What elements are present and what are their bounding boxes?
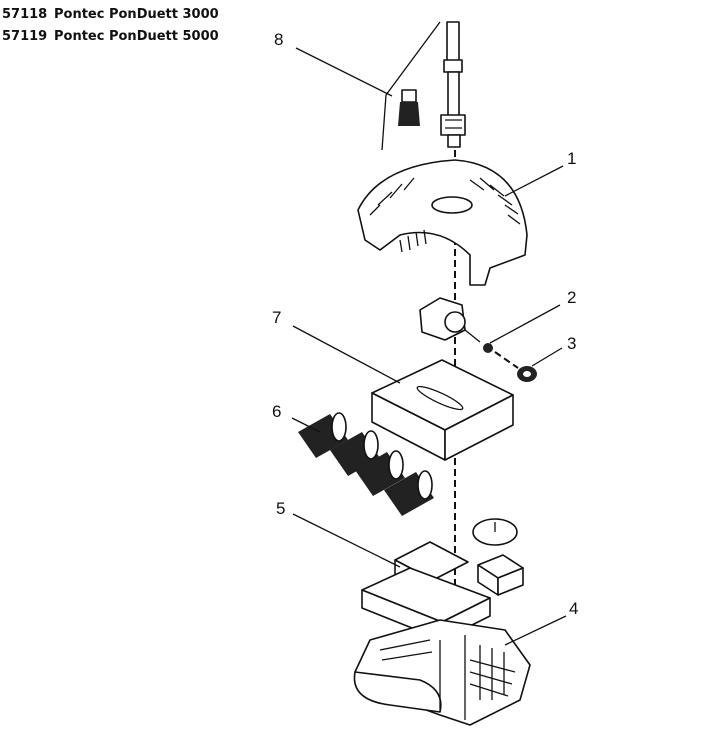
callout-8: 8 bbox=[274, 30, 283, 49]
filter-cylinder bbox=[355, 450, 405, 496]
leader-line-1 bbox=[504, 165, 564, 197]
model-code: 57118 bbox=[2, 7, 48, 22]
model-name: Pontec PonDuett 3000 bbox=[54, 7, 219, 22]
leader-line-5 bbox=[292, 513, 401, 568]
callout-1: 1 bbox=[567, 149, 576, 168]
part-8-riser-tube bbox=[440, 21, 466, 148]
callout-5: 5 bbox=[276, 499, 285, 518]
leader-line-8 bbox=[295, 21, 441, 151]
callout-7: 7 bbox=[272, 308, 281, 327]
callout-3: 3 bbox=[567, 334, 576, 353]
part-4-base bbox=[353, 619, 531, 726]
leader-line-6 bbox=[291, 417, 321, 433]
leader-line-4 bbox=[504, 615, 567, 646]
callout-6: 6 bbox=[272, 402, 281, 421]
leader-line-3 bbox=[531, 347, 563, 367]
leader-line-2 bbox=[489, 304, 561, 344]
model-line-2: 57119 Pontec PonDuett 5000 bbox=[2, 29, 219, 44]
leader-line-7 bbox=[292, 325, 401, 384]
part-7-filter-foam bbox=[371, 359, 514, 461]
filter-disc bbox=[472, 518, 518, 546]
callout-4: 4 bbox=[569, 599, 578, 618]
model-name: Pontec PonDuett 5000 bbox=[54, 29, 219, 44]
filter-cylinder bbox=[384, 470, 434, 516]
part-1-cover bbox=[357, 159, 528, 286]
part-2-impeller-housing bbox=[419, 297, 493, 353]
part-6-filter-cylinders bbox=[298, 412, 434, 516]
model-line-1: 57118 Pontec PonDuett 3000 bbox=[2, 7, 219, 22]
model-code: 57119 bbox=[2, 29, 48, 44]
callout-2: 2 bbox=[567, 288, 576, 307]
part-3-seal-ring bbox=[494, 351, 537, 382]
part-8-nozzle bbox=[398, 89, 420, 126]
